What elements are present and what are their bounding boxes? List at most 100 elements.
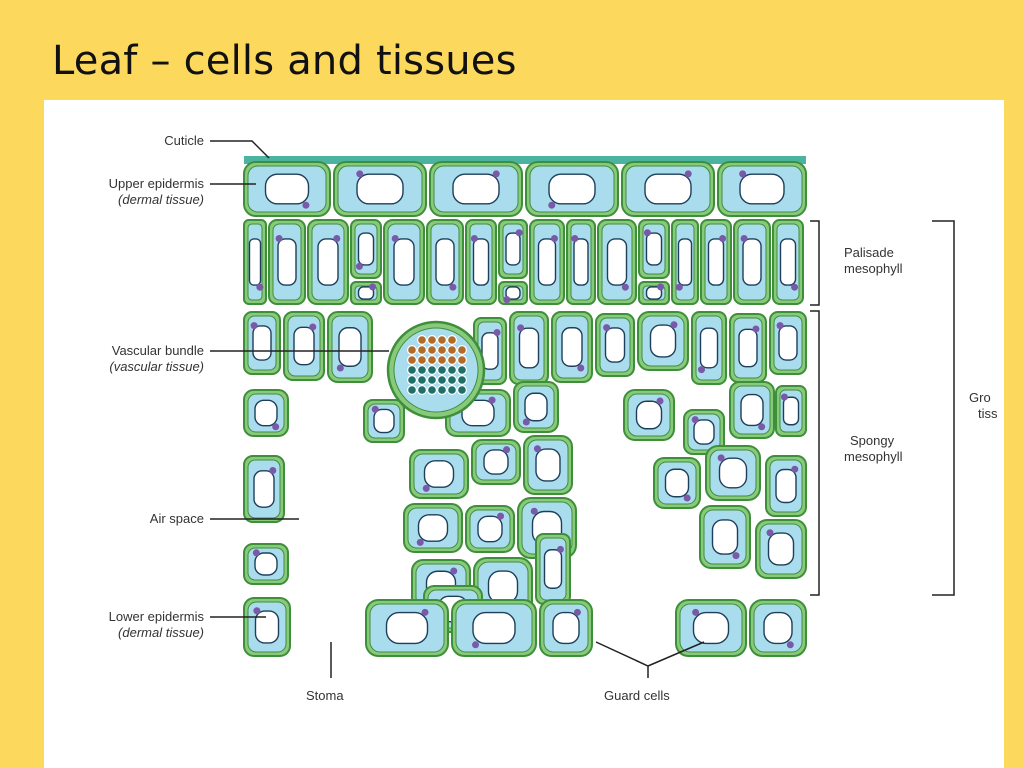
nucleus [684, 170, 692, 178]
xylem-cell [407, 385, 418, 396]
nucleus [449, 283, 457, 291]
palisade-cell [383, 219, 425, 305]
nucleus [391, 234, 399, 242]
lower-epidermis-cell [243, 597, 291, 657]
palisade-cell [671, 219, 699, 305]
spongy-mesophyll-cell [623, 389, 675, 441]
xylem-cell [437, 385, 448, 396]
xylem-cell [437, 375, 448, 386]
palisade-cell [638, 281, 670, 305]
phloem-cell [457, 355, 468, 366]
nucleus [472, 641, 480, 649]
spongy-mesophyll-cell [535, 533, 571, 605]
nucleus [571, 234, 579, 242]
nucleus [470, 234, 478, 242]
palisade-cell [243, 219, 267, 305]
palisade-cell [350, 219, 382, 279]
phloem-cell [447, 345, 458, 356]
nucleus [550, 234, 558, 242]
label-spongy-2: mesophyll [844, 449, 903, 464]
label-palisade-1: Palisade [844, 245, 894, 260]
vascular-bundle [386, 320, 486, 420]
nucleus [530, 507, 538, 515]
nucleus [488, 396, 496, 404]
label-ground-tissue-2: tiss [978, 406, 998, 421]
palisade-cell [498, 281, 528, 305]
nucleus [556, 545, 564, 553]
phloem-cell [417, 335, 428, 346]
nucleus [371, 405, 379, 413]
nucleus [780, 393, 788, 401]
upper-epidermis-cell [429, 161, 523, 217]
mesophyll-cell [769, 311, 807, 375]
label-vascular-bundle: Vascular bundle [111, 343, 204, 358]
phloem-cell [447, 335, 458, 346]
nucleus [692, 608, 700, 616]
xylem-cell [427, 365, 438, 376]
upper-epidermis-cell [333, 161, 427, 217]
nucleus [657, 283, 665, 291]
spongy-mesophyll-cell [465, 505, 515, 553]
nucleus [758, 423, 766, 431]
xylem-cell [437, 365, 448, 376]
spongy-mesophyll-cell [363, 399, 405, 443]
phloem-cell [407, 355, 418, 366]
nucleus [717, 454, 725, 462]
label-lower-epidermis: Lower epidermis [108, 609, 204, 624]
palisade-cell [529, 219, 565, 305]
diagram-panel: Cuticle Upper epidermis (dermal tissue) … [44, 100, 1004, 768]
mesophyll-cell [595, 313, 635, 377]
nucleus [643, 229, 651, 237]
nucleus [675, 283, 683, 291]
palisade-cell [700, 219, 732, 305]
spongy-mesophyll-cell [403, 503, 463, 553]
phloem-cell [427, 335, 438, 346]
nucleus [356, 170, 364, 178]
nucleus [656, 397, 664, 405]
nucleus [776, 322, 784, 330]
nucleus [503, 446, 511, 454]
nucleus [515, 229, 523, 237]
cuticle [244, 156, 806, 164]
spongy-mesophyll-cell [775, 385, 807, 437]
nucleus [548, 201, 556, 209]
mesophyll-cell [729, 313, 767, 383]
nucleus [577, 364, 585, 372]
phloem-cell [437, 335, 448, 346]
label-upper-epidermis-sub: (dermal tissue) [118, 192, 204, 207]
xylem-cell [447, 375, 458, 386]
nucleus [603, 324, 611, 332]
label-ground-tissue-1: Gro [969, 390, 991, 405]
nucleus [786, 641, 794, 649]
mesophyll-cell [691, 311, 727, 385]
nucleus [333, 234, 341, 242]
lower-epidermis-cell [539, 599, 593, 657]
xylem-cell [457, 365, 468, 376]
spongy-mesophyll-cell [755, 519, 807, 579]
palisade-cell [307, 219, 349, 305]
lower-epidermis-cell [365, 599, 449, 657]
xylem-cell [417, 375, 428, 386]
nucleus [752, 325, 760, 333]
spongy-bracket [810, 310, 820, 596]
mesophyll-cell [243, 311, 281, 375]
spongy-mesophyll-cell [729, 381, 775, 439]
label-guard-cells: Guard cells [604, 688, 670, 703]
label-stoma: Stoma [306, 688, 344, 703]
phloem-cell [407, 345, 418, 356]
palisade-bracket [810, 220, 820, 306]
nucleus [791, 283, 799, 291]
nucleus [252, 549, 260, 557]
phloem-cell [447, 355, 458, 366]
spongy-mesophyll-cell [243, 389, 289, 437]
nucleus [256, 283, 264, 291]
phloem-cell [457, 345, 468, 356]
nucleus [309, 323, 317, 331]
xylem-cell [407, 375, 418, 386]
nucleus [272, 423, 280, 431]
xylem-cell [407, 365, 418, 376]
nucleus [369, 283, 377, 291]
palisade-cell [426, 219, 464, 305]
palisade-cell [498, 219, 528, 279]
xylem-cell [447, 365, 458, 376]
